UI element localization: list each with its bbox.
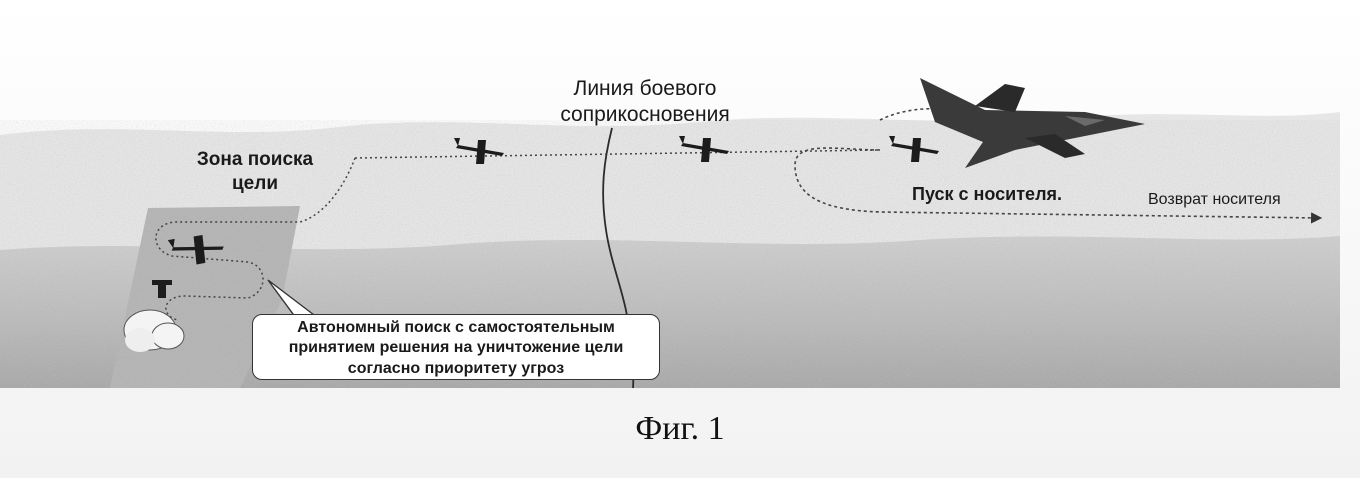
target-vehicle-icon: [152, 280, 172, 298]
launch-label: Пуск с носителя.: [912, 184, 1063, 204]
launch-loop-path: [794, 147, 1323, 224]
callout-line: принятием решения на уничтожение цели: [288, 339, 624, 357]
return-carrier-label: Возврат носителя: [1148, 191, 1281, 208]
search-zone-label: Зона поиска цели: [150, 148, 360, 196]
autonomous-search-callout: Автономный поиск с самостоятельным приня…: [252, 314, 660, 380]
drone-icon: [167, 234, 224, 265]
callout-line: Автономный поиск с самостоятельным: [297, 319, 615, 336]
fighter-jet-icon: [920, 78, 1145, 168]
search-zone-label-line: цели: [232, 172, 278, 194]
drone-icon: [889, 136, 939, 162]
drone-icon: [454, 138, 504, 164]
drone-icon: [679, 136, 729, 162]
search-flight-path: [155, 157, 356, 321]
contact-line-label: Линия боевого соприкосновения: [520, 76, 770, 129]
callout-line: согласно приоритету угроз: [347, 359, 565, 377]
contact-line-label-line: соприкосновения: [560, 103, 730, 127]
contact-line-label-line: Линия боевого: [573, 77, 717, 100]
search-zone-label-line: Зона поиска: [196, 149, 314, 170]
smoke-cloud-icon: [123, 309, 185, 352]
figure-caption: Фиг. 1: [635, 410, 725, 447]
